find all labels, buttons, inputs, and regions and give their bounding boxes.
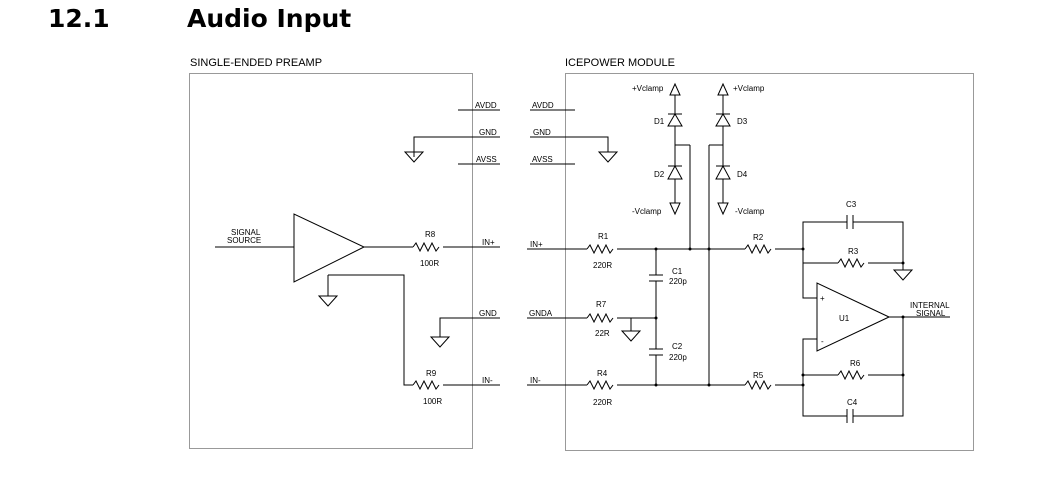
r7-value: 22R (595, 329, 610, 338)
r3-resistor-icon (837, 257, 865, 269)
u1-plus-label: + (820, 294, 825, 303)
r8-label: R8 (425, 230, 436, 239)
u1-minus-label: - (821, 337, 824, 346)
left-pin-gnd2: GND (479, 309, 497, 318)
ground-icon (429, 336, 451, 348)
vclamp-pos-left: +Vclamp (632, 84, 664, 93)
left-pin-avdd: AVDD (475, 101, 497, 110)
vclamp-neg-left: -Vclamp (632, 207, 662, 216)
r5-resistor-icon (744, 379, 772, 391)
right-pin-gnda: GNDA (529, 309, 553, 318)
d4-diode-icon (715, 164, 731, 180)
d1-diode-icon (667, 113, 683, 127)
preamp-box (189, 73, 473, 449)
preamp-buffer: SIGNAL SOURCE R8 100R IN+ R9 100R IN- GN… (215, 213, 500, 406)
r9-label: R9 (426, 369, 437, 378)
r8-resistor-icon (412, 241, 440, 253)
c1-capacitor-icon (649, 274, 663, 282)
right-pin-in-minus: IN- (530, 376, 541, 385)
left-pin-in-plus: IN+ (482, 238, 495, 247)
vclamp-arrow-icon (717, 202, 729, 216)
vclamp-neg-right: -Vclamp (735, 207, 765, 216)
right-pin-avdd: AVDD (532, 101, 554, 110)
d3-diode-icon (715, 113, 731, 127)
d2-diode-icon (667, 164, 683, 180)
r6-label: R6 (850, 359, 861, 368)
d2-label: D2 (654, 170, 665, 179)
u1-label: U1 (839, 314, 850, 323)
input-network: IN+ R1 220R C1 220p GNDA R7 22R C2 220p … (527, 145, 745, 407)
vclamp-pos-right: +Vclamp (733, 84, 765, 93)
signal-source-label-2: SOURCE (227, 236, 261, 245)
icepower-box (565, 73, 974, 451)
c1-label: C1 (672, 267, 683, 276)
left-pin-avss: AVSS (476, 155, 497, 164)
r7-resistor-icon (586, 312, 614, 324)
left-pin-gnd: GND (479, 128, 497, 137)
internal-signal-label-2: SIGNAL (916, 309, 946, 318)
preamp-title: SINGLE-ENDED PREAMP (190, 57, 322, 69)
u1-opamp-icon (816, 282, 891, 352)
c2-value: 220p (669, 353, 687, 362)
section-title: Audio Input (187, 4, 352, 33)
right-power-pins: AVDD GND AVSS (530, 101, 619, 165)
c4-capacitor-icon (846, 409, 854, 423)
internal-signal-label-1: INTERNAL (910, 301, 950, 310)
c3-label: C3 (846, 200, 857, 209)
ground-icon (620, 330, 642, 342)
vclamp-arrow-icon (669, 82, 681, 96)
ground-icon (317, 295, 339, 307)
left-power-pins: AVDD GND AVSS (403, 101, 500, 165)
right-pin-in-plus: IN+ (530, 240, 543, 249)
c2-capacitor-icon (649, 348, 663, 356)
icepower-title: ICEPOWER MODULE (565, 57, 675, 69)
r4-value: 220R (593, 398, 612, 407)
r7-label: R7 (596, 300, 607, 309)
d3-label: D3 (737, 117, 748, 126)
buffer-amplifier-icon (293, 213, 366, 283)
r4-resistor-icon (586, 379, 614, 391)
r2-label: R2 (753, 233, 764, 242)
left-pin-in-minus: IN- (482, 376, 493, 385)
r3-label: R3 (848, 247, 859, 256)
c1-value: 220p (669, 277, 687, 286)
r9-value: 100R (423, 397, 442, 406)
ground-icon (403, 151, 425, 163)
c3-capacitor-icon (846, 215, 854, 229)
r1-resistor-icon (586, 243, 614, 255)
r4-label: R4 (597, 369, 608, 378)
right-pin-avss: AVSS (532, 155, 553, 164)
d4-label: D4 (737, 170, 748, 179)
r1-value: 220R (593, 261, 612, 270)
clamp-diodes: +Vclamp D1 D2 -Vclamp +Vclamp D3 D4 -Vcl… (632, 82, 765, 216)
d1-label: D1 (654, 117, 665, 126)
c4-label: C4 (847, 398, 858, 407)
ground-icon (892, 269, 914, 281)
vclamp-arrow-icon (717, 82, 729, 96)
opamp-stage: R2 C3 R3 + - U1 INTERNAL SIGNAL R5 R6 (744, 200, 950, 423)
signal-source-label-1: SIGNAL (231, 228, 261, 237)
r8-value: 100R (420, 259, 439, 268)
c2-label: C2 (672, 342, 683, 351)
vclamp-arrow-icon (669, 202, 681, 216)
r9-resistor-icon (412, 379, 440, 391)
r2-resistor-icon (744, 243, 772, 255)
ground-icon (597, 151, 619, 163)
r5-label: R5 (753, 371, 764, 380)
right-pin-gnd: GND (533, 128, 551, 137)
section-heading: 12.1 Audio Input (0, 4, 1047, 40)
r6-resistor-icon (837, 369, 865, 381)
section-number: 12.1 (48, 4, 110, 33)
r1-label: R1 (598, 232, 609, 241)
